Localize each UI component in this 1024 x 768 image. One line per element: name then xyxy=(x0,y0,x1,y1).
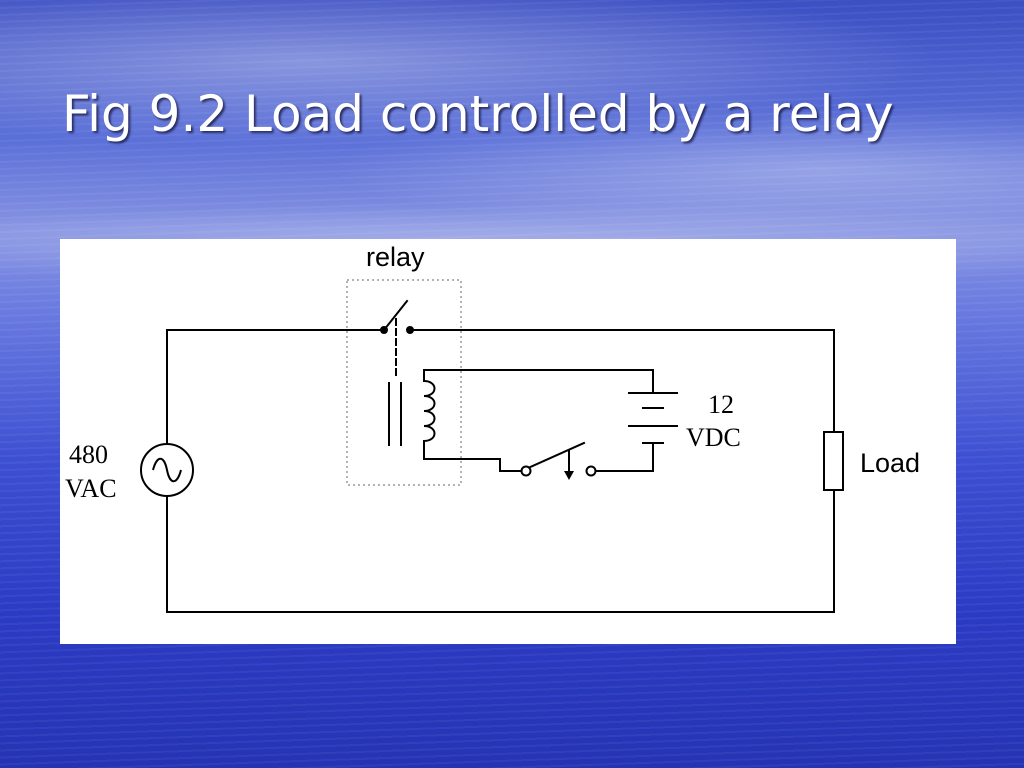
wire-switch-to-battery xyxy=(595,442,654,472)
slide-title: Fig 9.2 Load controlled by a relay xyxy=(62,85,894,143)
wire-bottom xyxy=(166,489,835,613)
relay-contact-dot-right xyxy=(406,326,414,334)
control-switch-terminal-left xyxy=(520,465,532,477)
dc-voltage-label-line2: VDC xyxy=(686,423,741,452)
ac-voltage-label-line1: 480 xyxy=(69,440,108,469)
wire-top-left xyxy=(166,329,385,445)
wire-coil-bottom xyxy=(423,458,523,472)
relay-enclosure xyxy=(346,279,462,486)
relay-label: relay xyxy=(366,242,425,272)
relay-coil xyxy=(423,369,436,460)
circuit-diagram-panel: relay 480 VAC 12 VDC Load xyxy=(60,239,956,644)
control-switch-arm xyxy=(526,441,586,470)
wire-top-right xyxy=(409,329,835,433)
relay-contact-arm xyxy=(382,299,409,332)
load-label: Load xyxy=(860,448,920,478)
control-switch-terminal-right xyxy=(585,465,597,477)
wire-coil-top xyxy=(423,369,654,394)
ac-voltage-label-line2: VAC xyxy=(65,474,117,503)
dc-voltage-label-line1: 12 xyxy=(708,390,734,419)
relay-contact-dot-left xyxy=(380,326,388,334)
sine-wave-icon xyxy=(152,457,182,483)
control-switch-arrow xyxy=(564,471,574,480)
circuit-diagram: relay 480 VAC 12 VDC Load xyxy=(65,242,920,613)
load-resistor xyxy=(823,431,844,491)
